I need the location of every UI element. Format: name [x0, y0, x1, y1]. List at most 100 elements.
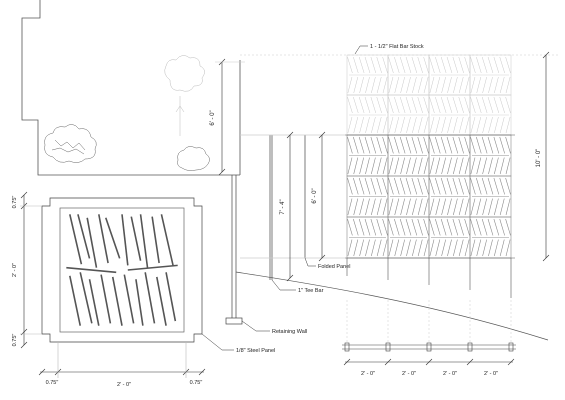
- pattern-stroke: [435, 177, 441, 195]
- pattern-stroke: [435, 239, 441, 257]
- pattern-stroke: [388, 157, 394, 175]
- pattern-stroke: [382, 76, 388, 94]
- pattern-stroke: [400, 198, 405, 216]
- pattern-stroke: [376, 218, 382, 236]
- pattern-stroke: [371, 76, 376, 94]
- pattern-stroke: [406, 157, 411, 175]
- pattern-stroke: [358, 218, 365, 236]
- pattern-stroke: [405, 177, 412, 195]
- pattern-stroke: [353, 177, 359, 195]
- pattern-stroke: [370, 136, 377, 154]
- pattern-stroke: [411, 136, 418, 154]
- pattern-stroke: [388, 177, 394, 195]
- pattern-stroke: [423, 157, 429, 175]
- bay-dimension-line: [343, 358, 515, 366]
- post-height-label: 7' - 4": [280, 199, 286, 214]
- pattern-stroke: [481, 56, 488, 74]
- pattern-stroke: [412, 157, 417, 175]
- pattern-stroke: [417, 116, 423, 134]
- pattern-stroke: [440, 136, 447, 154]
- pattern-stroke: [353, 157, 359, 175]
- pattern-stroke: [458, 198, 464, 216]
- upper-panels-faint: [346, 54, 512, 136]
- pattern-stroke: [505, 136, 511, 154]
- pattern-stroke: [487, 56, 494, 74]
- pattern-stroke: [493, 56, 500, 74]
- pattern-stroke: [494, 157, 499, 175]
- pattern-stroke: [130, 216, 142, 261]
- pattern-stroke: [429, 136, 435, 154]
- pattern-stroke: [481, 177, 488, 195]
- pattern-stroke: [127, 264, 178, 271]
- pattern-stroke: [505, 198, 511, 216]
- pattern-stroke: [399, 136, 406, 154]
- pattern-stroke: [412, 116, 417, 134]
- pattern-stroke: [441, 198, 446, 216]
- pattern-stroke: [423, 198, 429, 216]
- pattern-stroke: [470, 136, 476, 154]
- pattern-stroke: [423, 136, 429, 154]
- pattern-stroke: [499, 218, 505, 236]
- pattern-stroke: [382, 218, 388, 236]
- pattern-stroke: [370, 218, 377, 236]
- pattern-stroke: [394, 116, 400, 134]
- pattern-stroke: [394, 239, 400, 257]
- pattern-stroke: [417, 76, 423, 94]
- pattern-stroke: [417, 239, 423, 257]
- pattern-stroke: [412, 239, 417, 257]
- building-outline: [21, 0, 241, 176]
- pattern-stroke: [476, 239, 482, 257]
- pattern-stroke: [371, 116, 376, 134]
- pattern-stroke: [458, 116, 464, 134]
- pattern-stroke: [376, 198, 382, 216]
- pattern-stroke: [452, 56, 459, 74]
- pattern-stroke: [493, 177, 500, 195]
- pattern-stroke: [470, 177, 476, 195]
- pattern-stroke: [382, 56, 388, 74]
- pattern-stroke: [382, 116, 388, 134]
- pattern-stroke: [405, 56, 412, 74]
- pattern-stroke: [482, 116, 487, 134]
- pattern-stroke: [353, 96, 359, 114]
- pattern-stroke: [458, 239, 464, 257]
- pattern-stroke: [359, 76, 364, 94]
- side-section: [225, 134, 549, 341]
- pattern-stroke: [388, 116, 394, 134]
- bay-width-label-4: 2' - 0": [484, 371, 498, 377]
- pattern-stroke: [376, 157, 382, 175]
- pattern-stroke: [494, 76, 499, 94]
- pattern-stroke: [69, 214, 83, 265]
- pattern-stroke: [487, 136, 494, 154]
- pattern-stroke: [493, 136, 500, 154]
- pattern-stroke: [394, 177, 400, 195]
- pattern-stroke: [470, 76, 476, 94]
- pattern-stroke: [405, 96, 412, 114]
- pattern-stroke: [165, 272, 177, 322]
- pattern-stroke: [453, 116, 458, 134]
- pattern-stroke: [487, 96, 494, 114]
- pattern-stroke: [435, 96, 441, 114]
- retaining-wall-leader: [241, 320, 270, 332]
- folded-panel-leader: [304, 257, 316, 267]
- pattern-stroke: [98, 214, 109, 264]
- pattern-stroke: [505, 96, 511, 114]
- pattern-stroke: [440, 177, 447, 195]
- post-height-dimension: [286, 131, 294, 282]
- pattern-stroke: [453, 76, 458, 94]
- pattern-stroke: [376, 96, 382, 114]
- pattern-stroke: [364, 136, 371, 154]
- pattern-stroke: [370, 56, 377, 74]
- pattern-stroke: [488, 116, 493, 134]
- pattern-stroke: [464, 177, 470, 195]
- steel-panel-callout: 1/8" Steel Panel: [236, 348, 275, 354]
- pattern-stroke: [417, 177, 423, 195]
- pattern-stroke: [505, 177, 511, 195]
- pattern-stroke: [376, 239, 382, 257]
- pattern-stroke: [123, 274, 135, 324]
- pattern-stroke: [382, 198, 388, 216]
- pattern-stroke: [482, 198, 487, 216]
- panel-height-label: 6' - 0": [312, 188, 318, 203]
- pattern-stroke: [399, 177, 406, 195]
- pattern-stroke: [347, 218, 353, 236]
- detail-margin-right-label: 0.75": [190, 380, 203, 386]
